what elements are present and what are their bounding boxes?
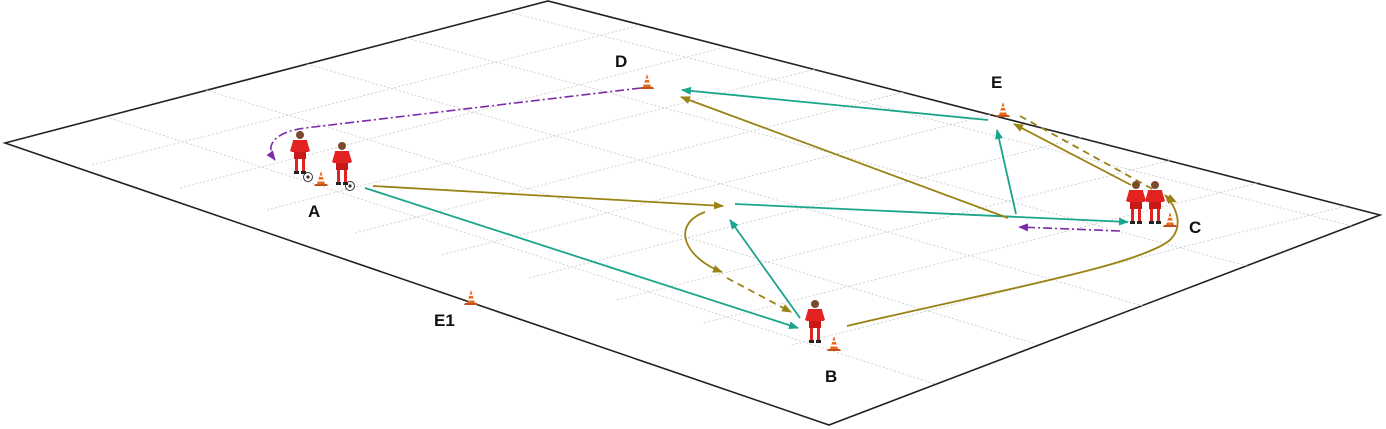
run-to-b-dashed xyxy=(726,277,792,313)
run-centre-loop-to-b xyxy=(684,211,723,273)
station-label-c: C xyxy=(1189,218,1202,237)
run-b-to-c xyxy=(846,194,1179,327)
pass-e-to-d xyxy=(681,86,989,121)
pass-a-to-b xyxy=(364,187,799,330)
station-label-e1: E1 xyxy=(434,311,455,330)
station-label-b: B xyxy=(825,367,838,386)
dribble-arrows xyxy=(266,87,1121,232)
pass-arrows xyxy=(364,86,1129,330)
station-label-e: E xyxy=(991,73,1003,92)
run-e-to-c-dashed xyxy=(1019,115,1177,203)
run-centre-to-d xyxy=(680,96,1009,219)
pitch-grid xyxy=(91,11,1353,385)
run-arrows xyxy=(372,96,1179,327)
dribble-d-to-a xyxy=(266,87,642,161)
station-label-d: D xyxy=(615,52,628,71)
run-c-to-e xyxy=(1013,123,1132,186)
pass-to-e xyxy=(995,129,1017,215)
run-a-to-centre xyxy=(372,185,724,210)
station-label-a: A xyxy=(308,202,321,221)
cone-icon xyxy=(996,102,1010,117)
pass-centre-to-c xyxy=(734,203,1129,226)
pass-b-to-centre xyxy=(729,219,801,319)
